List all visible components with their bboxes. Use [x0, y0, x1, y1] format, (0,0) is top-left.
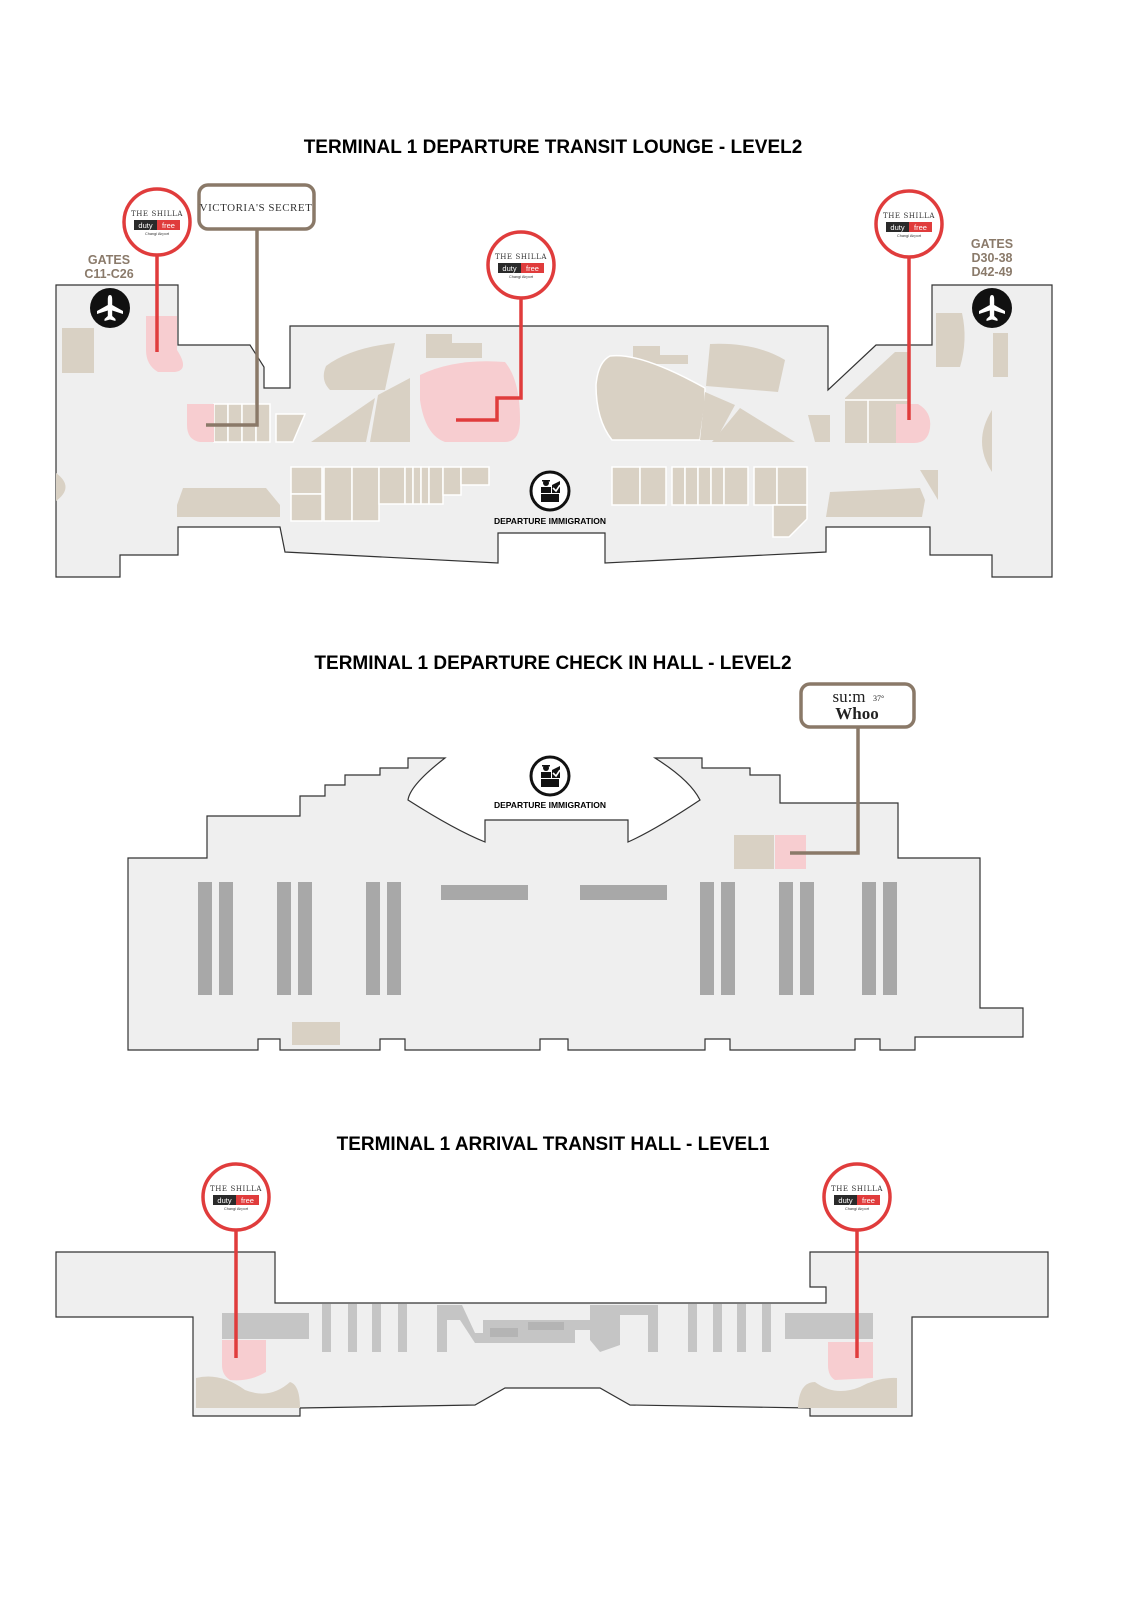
shop-row-center-right	[611, 466, 808, 538]
shop-block	[734, 835, 774, 869]
shop-block	[982, 410, 992, 472]
victorias-secret-badge[interactable]: VICTORIA'S SECRET	[197, 183, 316, 231]
svg-text:C11-C26: C11-C26	[84, 267, 133, 281]
shop-block	[62, 328, 94, 373]
airplane-icon	[90, 288, 130, 328]
shop-block	[196, 1376, 300, 1408]
shop-block	[936, 313, 965, 367]
gates-right-label: GATES D30-38 D42-49	[971, 237, 1013, 279]
svg-text:GATES: GATES	[88, 253, 130, 267]
svg-text:D42-49: D42-49	[972, 265, 1013, 279]
immigration-officer-icon	[529, 470, 571, 512]
shop-block	[370, 378, 410, 442]
airplane-icon	[972, 288, 1012, 328]
svg-text:37°: 37°	[873, 694, 884, 703]
shop-block	[706, 343, 785, 392]
check-in-hall-floor	[127, 757, 1024, 1051]
shilla-duty-free-badge[interactable]	[874, 189, 944, 259]
shop-block	[845, 352, 908, 443]
shop-row-center-left	[290, 466, 490, 522]
shop-block	[311, 398, 375, 442]
shop-block	[292, 1022, 340, 1045]
shop-block	[798, 1377, 897, 1408]
sum37-whoo-badge[interactable]: su:m 37° Whoo	[799, 682, 916, 729]
shop-block	[56, 473, 66, 501]
shilla-duty-free-badge[interactable]	[122, 187, 192, 257]
shop-block	[808, 415, 830, 442]
shop-block	[712, 408, 795, 442]
shilla-duty-free-badge[interactable]	[486, 230, 556, 300]
section-1-title: TERMINAL 1 DEPARTURE TRANSIT LOUNGE - LE…	[304, 137, 803, 158]
shop-block	[920, 470, 938, 500]
svg-text:su:m: su:m	[832, 687, 865, 706]
section-2-title: TERMINAL 1 DEPARTURE CHECK IN HALL - LEV…	[314, 653, 791, 674]
shop-block	[177, 488, 280, 517]
shop-block	[993, 333, 1008, 377]
svg-text:D30-38: D30-38	[972, 251, 1013, 265]
section-3-title: TERMINAL 1 ARRIVAL TRANSIT HALL - LEVEL1	[337, 1134, 770, 1155]
shilla-duty-free-badge[interactable]	[201, 1162, 271, 1232]
shilla-shop-area	[420, 361, 520, 442]
shilla-shop-area	[222, 1340, 266, 1381]
immigration-label: DEPARTURE IMMIGRATION	[494, 516, 606, 526]
svg-text:Whoo: Whoo	[835, 704, 878, 723]
shop-block	[826, 488, 925, 517]
shop-block	[426, 334, 482, 358]
shilla-shop-area	[828, 1342, 873, 1380]
svg-text:VICTORIA'S SECRET: VICTORIA'S SECRET	[200, 202, 313, 214]
shilla-shop-area	[896, 404, 931, 443]
svg-text:GATES: GATES	[971, 237, 1013, 251]
shop-block	[700, 392, 735, 440]
immigration-label: DEPARTURE IMMIGRATION	[494, 800, 606, 810]
check-in-counters	[198, 882, 897, 995]
shop-block	[323, 343, 395, 390]
shilla-shop-area	[187, 404, 214, 442]
shop-block	[595, 354, 706, 441]
shilla-duty-free-badge[interactable]	[822, 1162, 892, 1232]
immigration-officer-icon	[529, 755, 571, 797]
gates-left-label: GATES C11-C26	[84, 253, 133, 281]
shop-block	[633, 346, 688, 364]
